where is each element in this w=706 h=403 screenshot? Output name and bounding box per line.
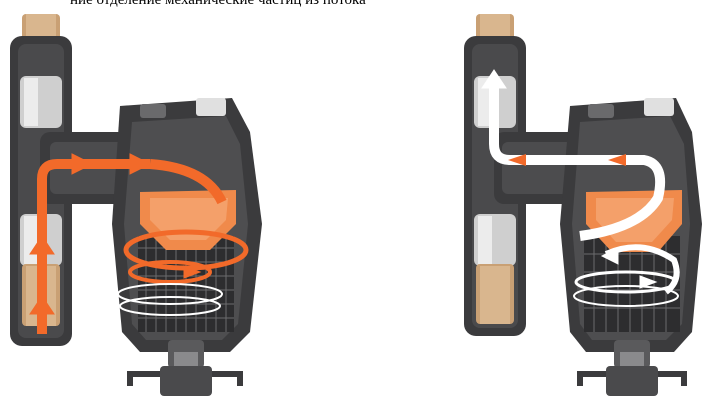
filter-cutaway-outlet-flow — [430, 14, 706, 403]
caption-text: ние отделение механические частиц из пот… — [70, 0, 366, 8]
inlet-flow-arrows — [29, 153, 249, 334]
filter-illustration-right — [464, 14, 702, 396]
drain-valve — [127, 340, 243, 396]
filter-illustration-left — [10, 14, 262, 396]
bottom-brass-fitting — [476, 264, 514, 324]
outlet-flow-arrows — [481, 69, 680, 307]
filter-cutaway-inlet-flow — [0, 14, 330, 403]
drain-valve — [577, 340, 687, 396]
swirl-arrows — [117, 283, 223, 316]
